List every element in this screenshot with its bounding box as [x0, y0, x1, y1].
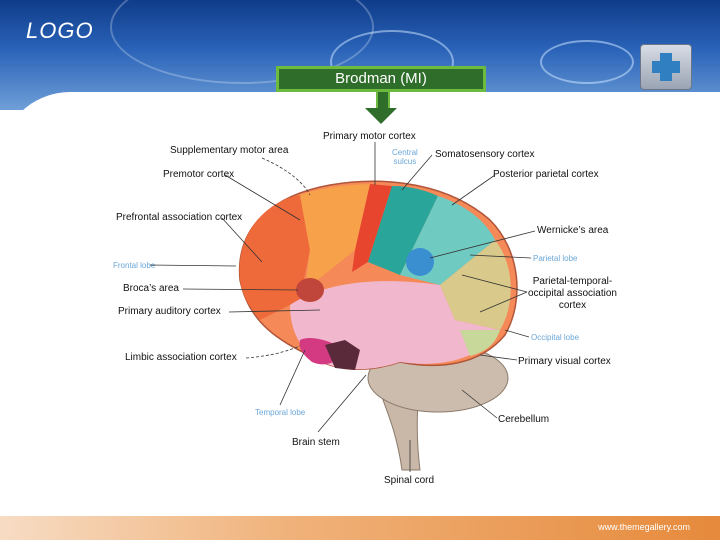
label-prefrontal-association-cortex: Prefrontal association cortex: [116, 212, 243, 223]
label-somatosensory-cortex: Somatosensory cortex: [435, 149, 535, 160]
wernicke-spot: [406, 248, 434, 276]
label-spinal-cord: Spinal cord: [384, 475, 435, 486]
prefrontal-region: [239, 195, 310, 320]
label-pto-line1: Parietal-temporal-: [532, 276, 613, 287]
leader-temporal-lobe: [279, 349, 306, 406]
leader-premotor: [224, 174, 301, 221]
label-primary-auditory-cortex: Primary auditory cortex: [118, 306, 221, 317]
broca-region: [296, 278, 324, 302]
label-primary-visual-cortex: Primary visual cortex: [518, 356, 611, 367]
header-decoration: [540, 40, 634, 84]
somatosensory-region: [368, 186, 438, 275]
label-brocas-area: Broca’s area: [123, 283, 179, 294]
label-temporal-lobe: Temporal lobe: [255, 408, 306, 417]
leader-prefrontal: [221, 217, 263, 263]
leader-wernicke: [429, 230, 536, 259]
label-parietal-temporal-occipital: Parietal-temporal- occipital association…: [528, 276, 617, 312]
leader-pto-2: [479, 291, 528, 313]
premotor-region: [300, 184, 370, 290]
pto-region: [440, 240, 511, 330]
leader-visual: [479, 354, 518, 361]
label-limbic-association-cortex: Limbic association cortex: [125, 352, 237, 363]
label-brain-stem: Brain stem: [292, 437, 340, 448]
label-pto-line2: occipital association: [528, 288, 617, 299]
footer-url: www.themegallery.com: [598, 522, 690, 532]
label-central-sulcus: Central sulcus: [392, 148, 418, 166]
label-wernickes-area: Wernicke’s area: [537, 225, 609, 236]
label-central-sulcus-line2: sulcus: [393, 157, 417, 166]
leader-frontal-lobe: [149, 264, 237, 267]
label-frontal-lobe: Frontal lobe: [113, 261, 156, 270]
leader-pto: [461, 274, 528, 293]
label-pto-line3: cortex: [558, 300, 587, 311]
leader-broca: [182, 288, 299, 291]
leader-cerebellum: [461, 389, 498, 419]
leader-brain-stem: [317, 374, 367, 433]
label-primary-motor-cortex: Primary motor cortex: [323, 131, 416, 142]
leader-supplementary: [261, 157, 311, 196]
leader-limbic: [245, 345, 301, 359]
label-supplementary-motor-area: Supplementary motor area: [170, 145, 289, 156]
slide-title: Brodman (MI): [276, 66, 486, 92]
occipital-region: [460, 330, 500, 356]
label-parietal-lobe: Parietal lobe: [533, 254, 578, 263]
title-arrow: [376, 92, 390, 110]
logo: LOGO: [26, 18, 94, 43]
label-premotor-cortex: Premotor cortex: [163, 169, 235, 180]
label-occipital-lobe: Occipital lobe: [531, 333, 580, 342]
leader-posterior-parietal: [451, 174, 496, 206]
leader-auditory: [228, 309, 321, 313]
label-posterior-parietal-cortex: Posterior parietal cortex: [493, 169, 599, 180]
leader-somatosensory: [401, 154, 433, 191]
dark-patch: [325, 340, 360, 370]
medical-cross-icon: [640, 44, 692, 90]
down-arrow-icon: [365, 108, 397, 124]
label-cerebellum: Cerebellum: [498, 414, 550, 425]
primary-motor-region: [352, 184, 392, 272]
slide-footer: www.themegallery.com: [0, 516, 720, 540]
label-central-sulcus-line1: Central: [392, 148, 418, 157]
leader-parietal-lobe: [469, 254, 532, 259]
leader-occipital-lobe: [504, 329, 530, 338]
